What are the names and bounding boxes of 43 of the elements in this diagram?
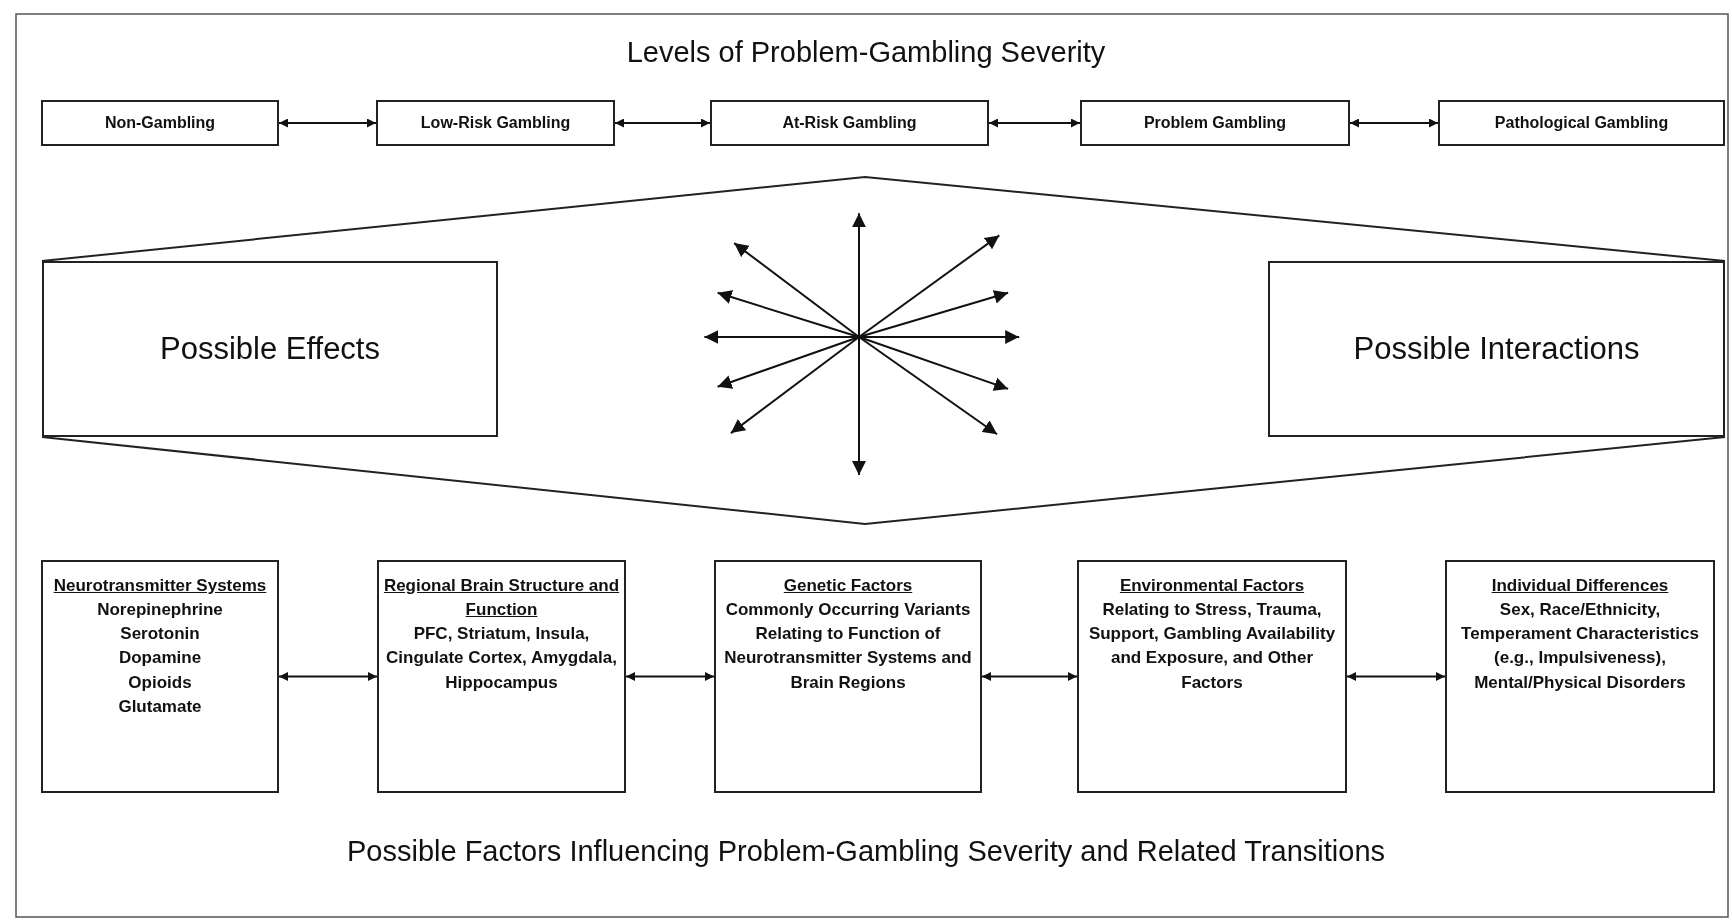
- band-end-box: [1268, 261, 1725, 437]
- box-body-text: Norepinephrine: [97, 599, 223, 622]
- box-label: Problem Gambling: [1143, 114, 1287, 132]
- factor-box: [1445, 560, 1715, 793]
- severity-level-box: [376, 100, 615, 146]
- box-body-text: Sex, Race/Ethnicity, Temperament Characteristics (e.g., Impulsiveness), Mental/Physical Disorders: [1460, 599, 1700, 694]
- box-heading: Individual Differences: [1491, 575, 1669, 597]
- diagram-title: Levels of Problem-Gambling Severity: [625, 36, 1107, 69]
- box-body-text: Commonly Occurring Variants Relating to Function of Neurotransmitter Systems and Brain Regions: [723, 599, 973, 694]
- severity-level-box: [710, 100, 989, 146]
- box-label: Non-Gambling: [104, 114, 216, 132]
- double-arrow: [1346, 672, 1446, 681]
- box-body-text: Glutamate: [118, 695, 202, 718]
- double-arrow: [278, 672, 378, 681]
- double-arrow: [981, 672, 1078, 681]
- double-arrow: [988, 118, 1081, 128]
- severity-level-box: [1080, 100, 1350, 146]
- box-label: Possible Interactions: [1352, 330, 1641, 369]
- box-heading: Regional Brain Structure and Function: [382, 575, 621, 622]
- double-arrow: [614, 118, 711, 128]
- double-arrow: [1349, 118, 1439, 128]
- box-body-text: Serotonin: [120, 623, 200, 646]
- factor-box: [714, 560, 982, 793]
- box-heading: Environmental Factors: [1119, 575, 1305, 597]
- box-label: Low-Risk Gambling: [420, 114, 571, 132]
- diagram-caption: Possible Factors Influencing Problem-Gambling Severity and Related Transitions: [345, 835, 1387, 868]
- box-body-text: Dopamine: [118, 647, 202, 670]
- box-body-text: Relating to Stress, Trauma, Support, Gambling Availability and Exposure, and Other Factors: [1087, 599, 1337, 694]
- box-heading: Neurotransmitter Systems: [53, 575, 267, 597]
- factor-box: [1077, 560, 1347, 793]
- box-heading: Genetic Factors: [783, 575, 913, 597]
- factor-box: [41, 560, 279, 793]
- severity-level-box: [41, 100, 279, 146]
- double-arrow: [625, 672, 715, 681]
- box-label: Pathological Gambling: [1494, 114, 1669, 132]
- severity-level-box: [1438, 100, 1725, 146]
- box-label: At-Risk Gambling: [782, 114, 917, 132]
- box-label: Possible Effects: [159, 330, 381, 369]
- box-body-text: Opioids: [128, 671, 192, 694]
- double-arrow: [278, 118, 377, 128]
- box-body-text: PFC, Striatum, Insula, Cingulate Cortex, Amygdala, Hippocampus: [385, 623, 618, 694]
- factor-box: [377, 560, 626, 793]
- band-end-box: [42, 261, 498, 437]
